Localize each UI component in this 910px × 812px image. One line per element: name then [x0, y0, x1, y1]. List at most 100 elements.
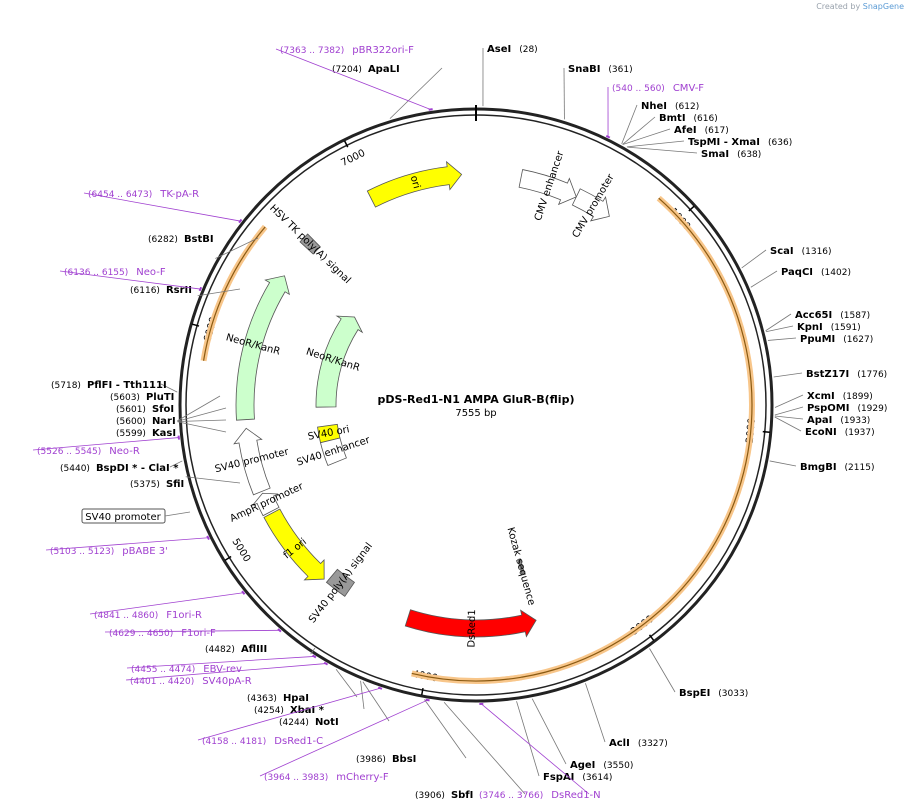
enzyme-name: NarI [152, 416, 176, 427]
enzyme-leader-line [177, 419, 227, 422]
enzyme-position: (638) [737, 150, 761, 160]
primer-leader-line [83, 192, 241, 222]
enzyme-leader-line [769, 460, 797, 467]
primer-site: (3746 .. 3766)DsRed1-N [479, 702, 601, 801]
enzyme-leader-line [765, 313, 792, 332]
enzyme-site: (5601)SfoI [116, 404, 227, 422]
enzyme-position: (1933) [840, 416, 870, 426]
enzyme-site: BmgBI (2115) [769, 460, 875, 473]
enzyme-position: (1899) [843, 392, 873, 402]
enzyme-leader-line [774, 416, 802, 432]
plasmid-length: 7555 bp [455, 408, 496, 419]
enzyme-site: PpuMI(1627) [767, 334, 873, 345]
enzyme-position: (7204) [332, 65, 362, 75]
primer-site: (6454 .. 6473)TK-pA-R [83, 189, 243, 224]
primer-site: (4455 .. 4474)EBV-rev [126, 654, 317, 675]
primer-name: mCherry-F [336, 772, 389, 783]
feature-label-sv40-polya: SV40 poly(A) signal [307, 541, 375, 625]
enzyme-site: AclI(3327) [585, 683, 668, 749]
enzyme-name: BbsI [392, 754, 416, 765]
enzyme-position: (5375) [130, 480, 160, 490]
enzyme-site: (3986)BbsI [356, 699, 467, 765]
enzyme-leader-line [177, 421, 227, 433]
primer-leader-line [275, 48, 431, 110]
enzyme-leader-line [424, 699, 467, 759]
enzyme-name: PaqCI [781, 267, 813, 278]
enzyme-position: (2115) [845, 463, 875, 473]
enzyme-site: (3906)SbfI [415, 702, 526, 801]
tick-mark [648, 634, 655, 641]
enzyme-leader-line [622, 116, 656, 145]
enzyme-site: PaqCI(1402) [750, 267, 851, 288]
tick-label: 5000 [229, 537, 252, 564]
primer-marker [323, 661, 329, 666]
enzyme-position: (1587) [840, 311, 870, 321]
feature-sv40-enhancer [320, 437, 347, 467]
enzyme-site: (4363)HpaI [247, 669, 358, 704]
enzyme-name: HpaI [283, 693, 309, 704]
enzyme-leader-line [215, 237, 259, 259]
enzyme-name: BstBI [184, 234, 214, 245]
enzyme-site: (5375)SfiI [130, 476, 241, 490]
enzyme-leader-line [765, 325, 794, 333]
enzyme-site: KpnI(1591) [765, 322, 861, 333]
primer-marker [198, 286, 203, 292]
primer-name: pBR322ori-F [352, 45, 414, 56]
enzyme-position: (4244) [279, 718, 309, 728]
enzyme-leader-line [649, 648, 676, 693]
feature-label-ori: ori [408, 175, 422, 190]
enzyme-site: (4244)NotI [279, 681, 390, 728]
credit-brand: SnapGene [862, 2, 904, 11]
enzyme-name: PluTI [146, 392, 174, 403]
snapgene-credit: Created by SnapGene [816, 2, 904, 11]
primer-leader-line [125, 663, 326, 681]
primer-marker [311, 654, 317, 659]
enzyme-name: AgeI [570, 760, 595, 771]
primer-site: (540 .. 560)CMV-F [605, 83, 704, 139]
enzyme-position: (1776) [857, 370, 887, 380]
feature-sv40-ori [317, 423, 341, 444]
enzyme-position: (5600) [116, 417, 146, 427]
enzyme-leader-line [626, 140, 685, 148]
primer-marker [377, 686, 383, 690]
tick-mark [688, 205, 695, 212]
enzyme-leader-line [443, 702, 526, 795]
primer-site: (5103 .. 5123)pBABE 3' [45, 535, 210, 557]
enzyme-site: XcmI(1899) [774, 391, 873, 408]
enzyme-leader-line [627, 146, 698, 154]
enzyme-position: (6282) [148, 235, 178, 245]
enzyme-leader-line [169, 460, 183, 468]
primer-site: (4401 .. 4420)SV40pA-R [125, 661, 329, 687]
primer-position: (5526 .. 5545) [37, 447, 101, 457]
sv40-promoter-box-label: SV40 promoter [85, 512, 161, 523]
enzyme-position: (361) [608, 65, 632, 75]
enzyme-name: RsrII [166, 285, 192, 296]
enzyme-leader-line [310, 647, 316, 655]
enzyme-site: BspEI(3033) [649, 648, 748, 699]
enzyme-site: (5440)BspDI * - ClaI * [60, 460, 183, 474]
enzyme-name: Acc65I [795, 310, 832, 321]
enzyme-leader-line [741, 249, 767, 269]
enzyme-leader-line [622, 128, 671, 145]
feature-ori [366, 160, 463, 208]
primer-marker [206, 535, 210, 540]
tick-mark [224, 555, 232, 561]
enzyme-site: BstZ17I(1776) [773, 369, 887, 380]
enzyme-name: TspMI - XmaI [688, 137, 760, 148]
enzyme-site: TspMI - XmaI (636) [626, 137, 792, 148]
enzyme-position: (3550) [603, 761, 633, 771]
enzyme-site: (5718)PflFI - Tth111I [51, 380, 178, 393]
primer-marker [238, 218, 243, 224]
primer-position: (4401 .. 4420) [130, 677, 194, 687]
enzyme-leader-line [516, 701, 540, 777]
orf-arc [477, 197, 753, 682]
enzyme-site: (5599)KasI [116, 421, 227, 439]
enzyme-position: (636) [768, 138, 792, 148]
primer-leader-line [259, 699, 428, 777]
primer-site: (6136 .. 6155)Neo-F [59, 267, 203, 292]
enzyme-site: (6282) BstBI [148, 234, 259, 259]
enzyme-name: BmgBI [800, 462, 837, 473]
feature-sv40-promoter [233, 427, 271, 496]
enzyme-site: (4482)AflIII [205, 644, 316, 655]
enzyme-position: (1591) [831, 323, 861, 333]
